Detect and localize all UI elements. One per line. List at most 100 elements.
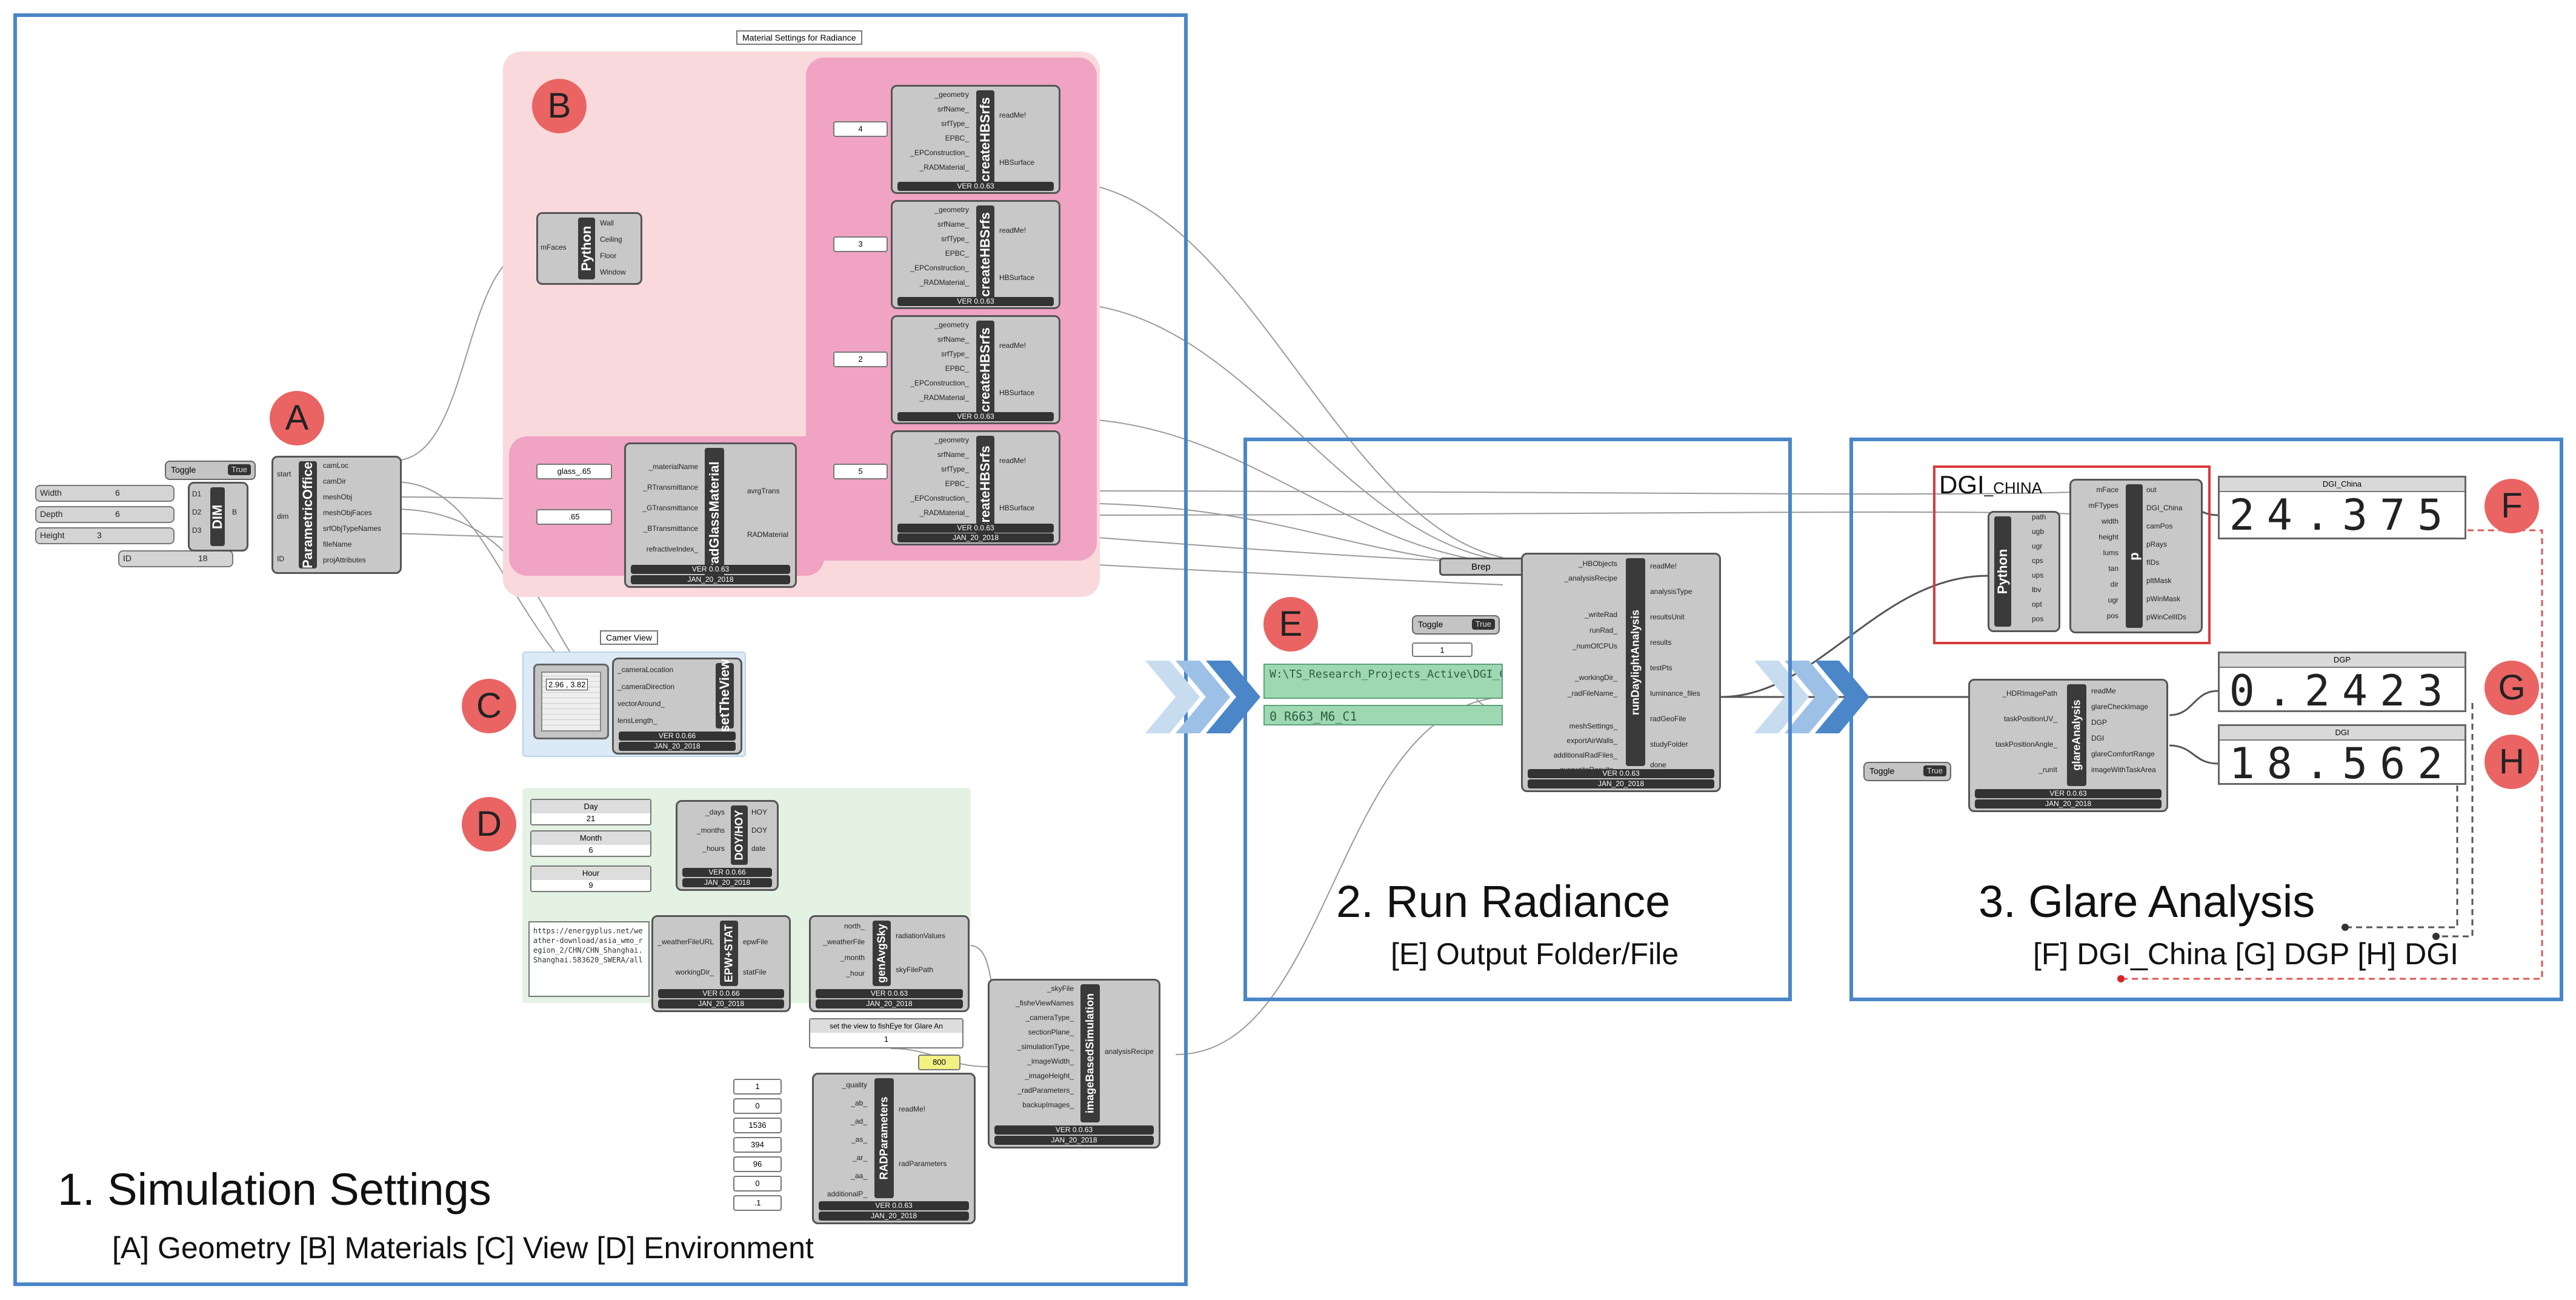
create-hbsrfs-component-2[interactable]: createHBSrfs _geometry srfName_ srfType_… (891, 200, 1060, 309)
hb4-in-5: _RADMaterial_ (919, 508, 969, 517)
dim-component[interactable]: DIM D1 D2 D3 B (188, 482, 248, 552)
p-out-0: out (2146, 485, 2157, 494)
gen-avg-sky-component[interactable]: genAvgSky north_ _weatherFile _month _ho… (809, 915, 970, 1012)
output-file-panel[interactable]: 0 R663_M6_C1 (1263, 705, 1503, 725)
rad-parameters-component[interactable]: RADParameters _quality _ab_ _ad_ _as_ _a… (812, 1073, 976, 1224)
doy-in-0: _days (705, 808, 725, 816)
hb1-in-4: _EPConstruction_ (910, 148, 969, 157)
camera-point-widget[interactable]: 2.96 , 3.82 (533, 664, 609, 739)
start-toggle-label: Toggle (171, 465, 196, 475)
python-dgi-component[interactable]: Python path ugb ugr cps ups lbv opt pos (1988, 511, 2060, 632)
rad-glass-material-component[interactable]: radGlassMaterial _materialName _RTransmi… (624, 442, 797, 588)
radp-date: JAN_20_2018 (819, 1212, 969, 1221)
parametric-office-component[interactable]: ParametricOffice start dim ID camLoc cam… (271, 456, 402, 574)
image-based-simulation-component[interactable]: imageBasedSimulation _skyFile _fisheView… (988, 979, 1160, 1148)
cpu-count-panel[interactable]: 1 (1412, 642, 1473, 657)
hb3-in-2: srfType_ (940, 350, 969, 358)
dgi-china-group (1933, 465, 2211, 644)
glass-in-1: _RTransmittance (643, 483, 698, 492)
output-folder-panel[interactable]: W:\TS_Research_Projects_Active\DGI_China (1263, 664, 1503, 699)
badge-e: E (1263, 597, 1318, 652)
start-toggle-value: True (227, 464, 251, 475)
p-in-7: ugr (2108, 596, 2118, 604)
run-daylight-analysis-component[interactable]: runDaylightAnalysis _HBObjects _analysis… (1521, 553, 1721, 792)
height-slider-value: 3 (97, 530, 102, 540)
rad-quality-panel[interactable]: 1 (733, 1079, 782, 1095)
create-hbsrfs-component-3[interactable]: createHBSrfs _geometry srfName_ srfType_… (891, 315, 1060, 424)
hb2-in-5: _RADMaterial_ (919, 278, 969, 287)
srf-type-panel-1[interactable]: 4 (833, 121, 888, 137)
group-materials-title: Material Settings for Radiance (736, 30, 862, 45)
arrow-chevron-icon-1 (1145, 661, 1260, 733)
simulation-settings-panel (13, 13, 1188, 1286)
doy-hoy-component[interactable]: DOY/HOY _days _months _hours HOY DOY dat… (676, 800, 779, 891)
epw-stat-component[interactable]: EPW+STAT _weatherFileURL workingDir_ epw… (651, 915, 791, 1012)
glass-transmittance-panel[interactable]: .65 (536, 509, 612, 525)
dim-in-d3: D3 (192, 526, 202, 535)
hb2-out-readme: readMe! (999, 226, 1027, 235)
p-in-8: pos (2106, 612, 2118, 620)
create-hbsrfs-component-4[interactable]: createHBSrfs _geometry srfName_ srfType_… (891, 430, 1060, 545)
hb2-in-1: srfName_ (937, 220, 969, 228)
weather-url-panel[interactable]: https://energyplus.net/weather-download/… (528, 921, 650, 997)
glass-name: radGlassMaterial (707, 461, 722, 569)
python-split-component[interactable]: Python mFaces Wall Ceiling Floor Window (536, 212, 642, 285)
daylight-out-5: luminance_files (1650, 689, 1700, 698)
py1-out-wall: Wall (600, 219, 614, 227)
rad-ad-panel[interactable]: 1536 (733, 1118, 782, 1133)
hb4-in-3: EPBC_ (945, 479, 969, 488)
rad-aa-panel[interactable]: 0 (733, 1176, 782, 1192)
rad-ab-panel[interactable]: 0 (733, 1098, 782, 1114)
srf-type-panel-2[interactable]: 3 (833, 236, 888, 252)
hb1-in-0: _geometry (934, 90, 969, 99)
py2-name: Python (1995, 548, 2010, 595)
doy-out-1: DOY (751, 826, 768, 835)
dim-name: DIM (210, 504, 225, 529)
day-value: 21 (586, 814, 596, 823)
p-component[interactable]: p mFace mFTypes width height lums tan di… (2069, 479, 2203, 633)
epw-version: VER 0.0.66 (658, 989, 784, 998)
hb1-in-3: EPBC_ (945, 134, 969, 142)
create-hbsrfs-component-1[interactable]: createHBSrfs _geometry srfName_ srfType_… (891, 85, 1060, 194)
py1-out-floor: Floor (600, 252, 617, 260)
hb3-out-hbsurface: HBSurface (999, 388, 1035, 397)
view-in-2: vectorAround_ (617, 699, 665, 708)
rad-additional-panel[interactable]: .1 (733, 1195, 782, 1211)
rad-as-panel[interactable]: 394 (733, 1137, 782, 1153)
py2-out-2: ugr (2032, 542, 2043, 550)
doy-out-0: HOY (751, 808, 768, 816)
rad-ar-panel[interactable]: 96 (733, 1156, 782, 1172)
p-out-7: pWinCellIDs (2146, 613, 2187, 621)
set-the-view-component[interactable]: setTheView _cameraLocation _cameraDirect… (612, 658, 742, 755)
epw-name: EPW+STAT (722, 924, 735, 982)
p-in-0: mFace (2096, 485, 2118, 494)
sky-in-2: _month (840, 953, 865, 962)
epw-in-1: workingDir_ (675, 968, 714, 976)
dim-out-b: B (232, 508, 238, 516)
daylight-in-9: additionalRadFiles_ (1553, 751, 1617, 759)
py2-out-5: lbv (2032, 585, 2042, 594)
daylight-date: JAN_20_2018 (1528, 779, 1714, 788)
start-toggle[interactable]: Toggle True (165, 461, 256, 480)
srf-type-panel-3[interactable]: 2 (833, 352, 888, 367)
po-in-dim: dim (277, 512, 289, 521)
glare-out-0: readMe (2091, 687, 2116, 695)
daylight-in-1: _analysisRecipe (1564, 574, 1617, 582)
sky-name: genAvgSky (875, 924, 888, 983)
glass-name-panel[interactable]: glass_.65 (536, 464, 612, 479)
ibs-in-2: _cameraType_ (1025, 1013, 1074, 1022)
image-width-panel[interactable]: 800 (918, 1055, 960, 1070)
glare-analysis-component[interactable]: glareAnalysis _HDRImagePath taskPosition… (1968, 679, 2168, 812)
daylight-out-0: readMe! (1650, 562, 1677, 570)
srf-type-panel-4[interactable]: 5 (833, 464, 888, 479)
